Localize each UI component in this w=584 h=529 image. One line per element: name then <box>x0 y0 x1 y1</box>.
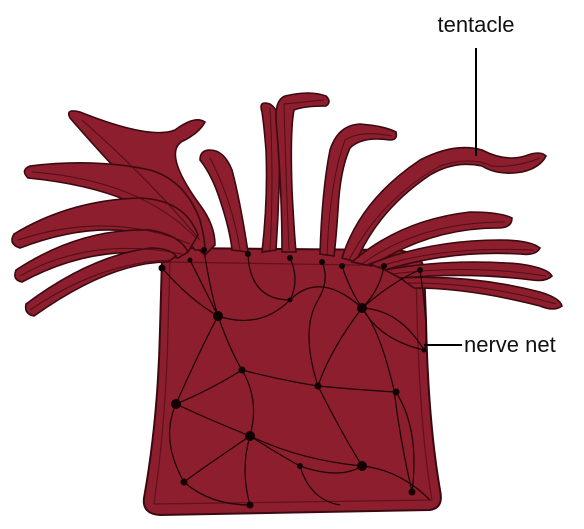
label-tentacle: tentacle <box>437 12 514 156</box>
nerve-cell <box>357 461 367 471</box>
nerve-cell <box>201 247 207 253</box>
nerve-cell <box>409 489 416 496</box>
nerve-cell <box>315 383 322 390</box>
nerve-cell <box>245 431 255 441</box>
nerve-cell <box>288 298 293 303</box>
nerve-net-label: nerve net <box>464 332 556 357</box>
nerve-cell <box>213 311 223 321</box>
nerve-cell <box>239 367 246 374</box>
nerve-cell <box>297 463 303 469</box>
nerve-cell <box>339 263 345 269</box>
nerve-cell <box>247 502 254 509</box>
nerve-cell <box>287 255 293 261</box>
nerve-cell <box>393 389 400 396</box>
nerve-cell <box>171 399 181 409</box>
tentacle-label: tentacle <box>437 12 514 37</box>
nerve-cell <box>357 303 367 313</box>
nerve-cell <box>319 259 325 265</box>
nerve-cell <box>245 251 251 257</box>
nerve-cell <box>422 348 427 353</box>
nerve-cell <box>159 265 166 272</box>
nerve-cell <box>188 258 193 263</box>
nerve-cell <box>381 263 387 269</box>
nerve-cell <box>417 267 423 273</box>
label-nerve-net: nerve net <box>424 332 556 357</box>
nerve-cell <box>181 479 188 486</box>
